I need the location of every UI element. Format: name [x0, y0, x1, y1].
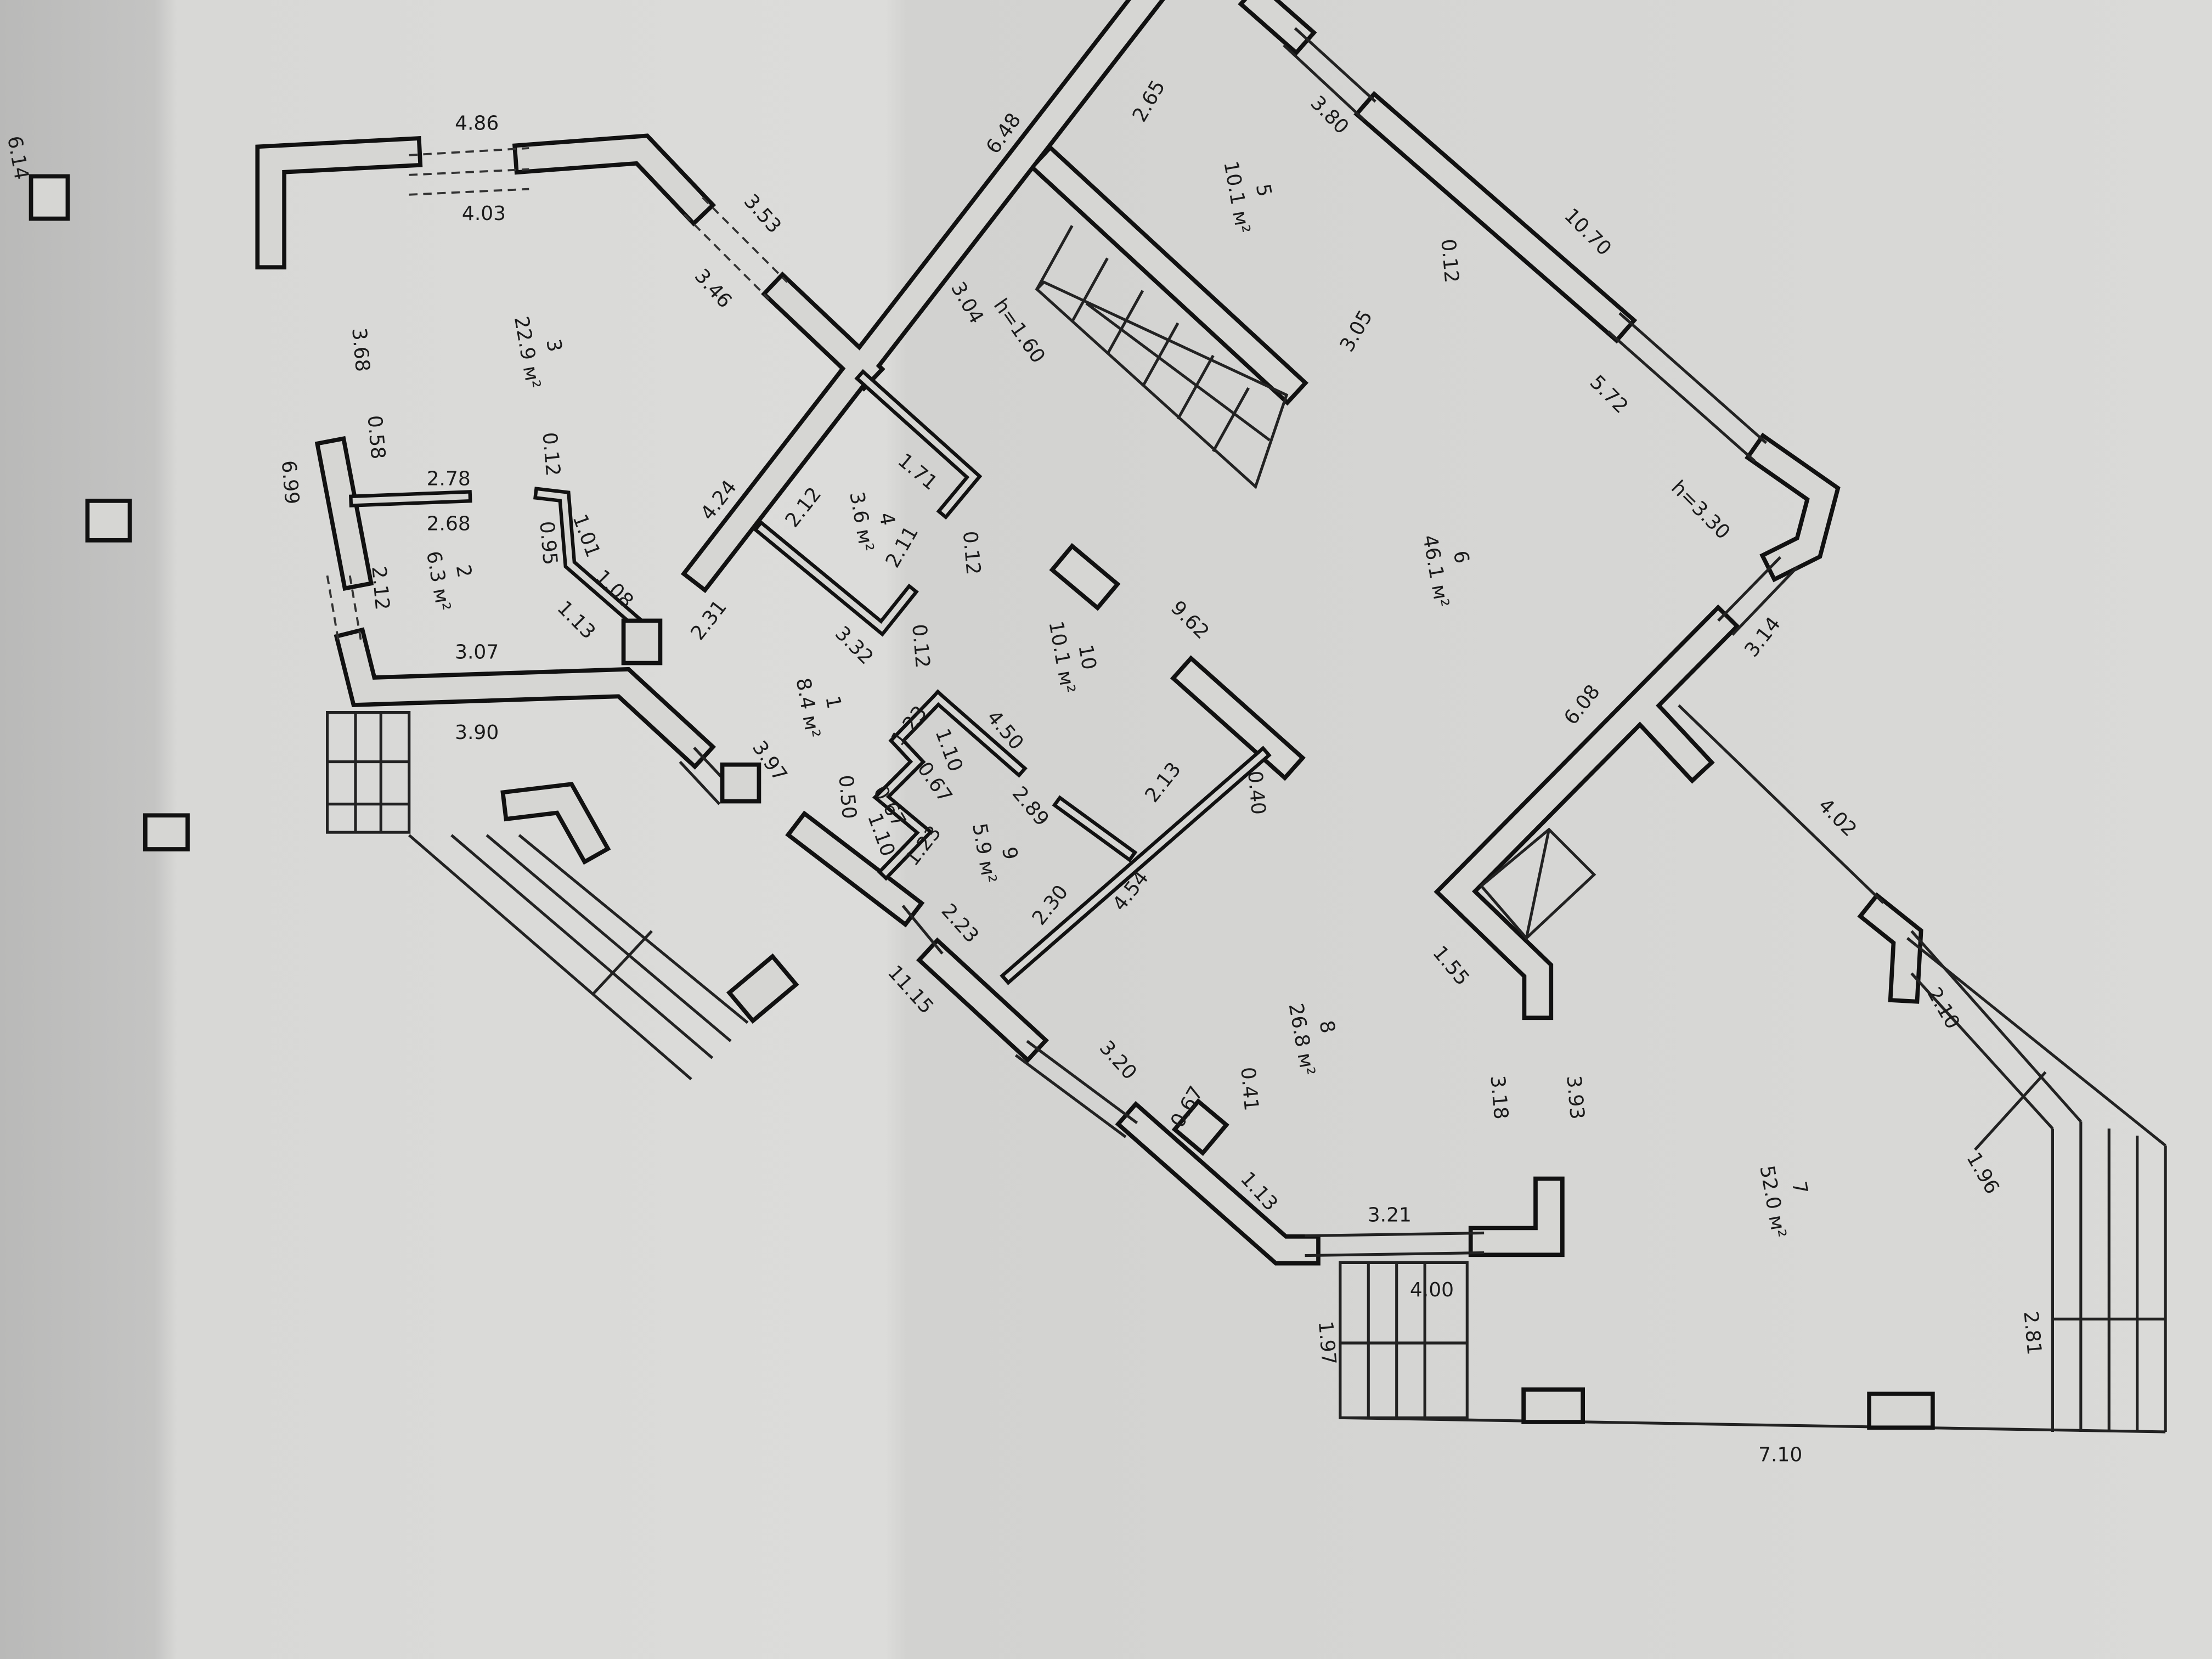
dim-label: 2.78 [427, 467, 471, 490]
dim-label: 0.12 [538, 431, 564, 477]
dim-label: 3.21 [1368, 1204, 1412, 1227]
dim-label: 0.41 [1236, 1066, 1262, 1111]
windows [326, 27, 1798, 1257]
dim-label: 7.10 [1758, 1444, 1802, 1466]
dim-label: 2.68 [427, 513, 471, 535]
dim-label: 3.90 [455, 721, 499, 744]
dim-label: 0.12 [907, 623, 934, 669]
stairs [326, 225, 2167, 1432]
dim-label: 2.81 [2019, 1310, 2045, 1356]
outer-wall-bottom [1340, 1416, 2166, 1434]
dim-label: 4.86 [455, 112, 499, 134]
dim-label: 2.12 [367, 565, 393, 611]
columns [29, 174, 1935, 1430]
dim-label: 4.03 [462, 202, 506, 225]
dim-label: 0.40 [1243, 770, 1269, 815]
dim-label: 4.00 [1410, 1279, 1454, 1301]
dim-label: 3.68 [347, 327, 374, 373]
dim-label: 0.50 [834, 774, 860, 820]
dim-label: 0.58 [363, 414, 390, 460]
dim-label: 1.97 [1314, 1320, 1340, 1365]
dim-label: 3.07 [455, 641, 499, 664]
room-number: 10 [1074, 643, 1100, 672]
dim-label: 3.18 [1486, 1075, 1512, 1120]
dim-label: 0.12 [958, 530, 985, 575]
dim-label: 6.99 [277, 460, 303, 505]
dim-label: 3.93 [1562, 1075, 1588, 1120]
outer-wall-room7 [1678, 704, 1884, 904]
dim-label: 0.12 [1436, 238, 1463, 284]
dim-label: 0.95 [535, 520, 561, 566]
